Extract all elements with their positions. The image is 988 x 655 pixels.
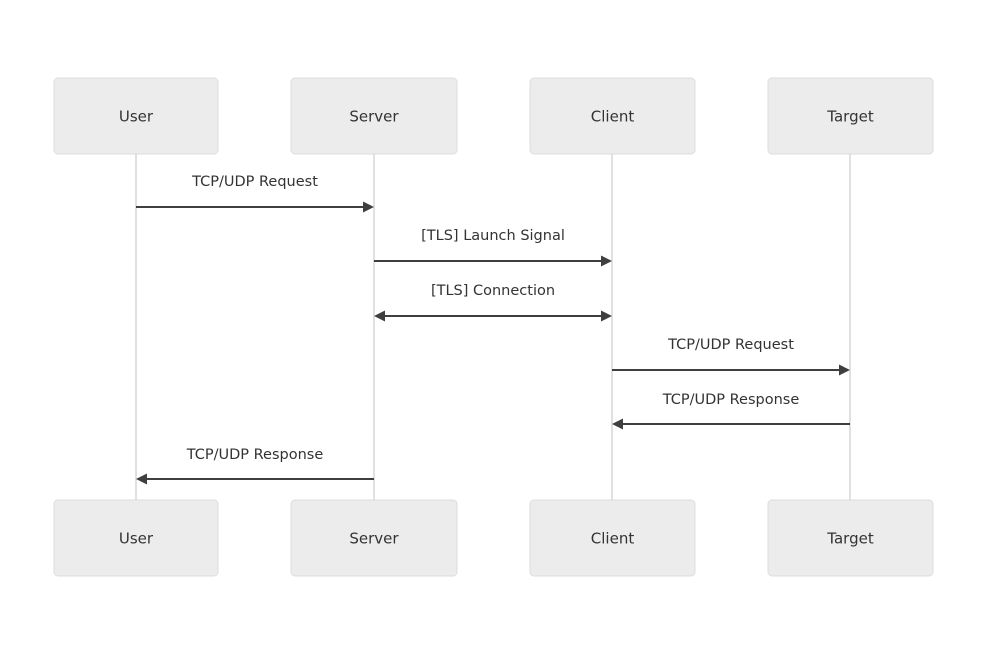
message-label-2: [TLS] Launch Signal [421, 228, 565, 244]
arrowhead-right-2 [601, 255, 612, 267]
actor-label-server-bottom: Server [349, 530, 399, 548]
actor-client-top[interactable]: Client [529, 77, 696, 155]
actor-label-target-top: Target [826, 108, 874, 126]
actor-server-bottom[interactable]: Server [290, 499, 458, 577]
actor-box-server-bottom[interactable] [290, 499, 458, 577]
actor-box-target-bottom[interactable] [767, 499, 934, 577]
actor-label-client-top: Client [591, 108, 635, 126]
actor-client-bottom[interactable]: Client [529, 499, 696, 577]
actor-user-top[interactable]: User [53, 77, 219, 155]
arrowhead-right-4 [839, 364, 850, 376]
actor-box-user-top[interactable] [53, 77, 219, 155]
message-3: [TLS] Connection [374, 283, 612, 322]
actors-top-group: User Server Client Target [53, 77, 934, 155]
actor-label-server-top: Server [349, 108, 399, 126]
message-2: [TLS] Launch Signal [374, 228, 612, 267]
message-label-4: TCP/UDP Request [667, 337, 794, 353]
actor-label-user-bottom: User [119, 530, 154, 548]
actor-box-server-top[interactable] [290, 77, 458, 155]
arrowhead-right-1 [363, 201, 374, 213]
actor-box-client-bottom[interactable] [529, 499, 696, 577]
arrowhead-left-3 [374, 310, 385, 322]
message-label-1: TCP/UDP Request [191, 174, 318, 190]
actor-server-top[interactable]: Server [290, 77, 458, 155]
actor-user-bottom[interactable]: User [53, 499, 219, 577]
message-5: TCP/UDP Response [612, 392, 850, 430]
message-label-6: TCP/UDP Response [186, 447, 324, 463]
actor-box-user-bottom[interactable] [53, 499, 219, 577]
message-1: TCP/UDP Request [136, 174, 374, 213]
actor-target-top[interactable]: Target [767, 77, 934, 155]
messages-group: TCP/UDP Request [TLS] Launch Signal [TLS] … [136, 174, 850, 485]
lifelines-group [135, 154, 851, 500]
arrowhead-left-6 [136, 473, 147, 485]
message-4: TCP/UDP Request [612, 337, 850, 376]
message-6: TCP/UDP Response [136, 447, 374, 485]
actor-box-client-top[interactable] [529, 77, 696, 155]
message-label-5: TCP/UDP Response [662, 392, 800, 408]
actor-label-user-top: User [119, 108, 154, 126]
arrowhead-right-3 [601, 310, 612, 322]
actor-box-target-top[interactable] [767, 77, 934, 155]
actor-label-target-bottom: Target [826, 530, 874, 548]
arrowhead-left-5 [612, 418, 623, 430]
message-label-3: [TLS] Connection [431, 283, 555, 299]
actor-label-client-bottom: Client [591, 530, 635, 548]
actors-bottom-group: User Server Client Target [53, 499, 934, 577]
actor-target-bottom[interactable]: Target [767, 499, 934, 577]
